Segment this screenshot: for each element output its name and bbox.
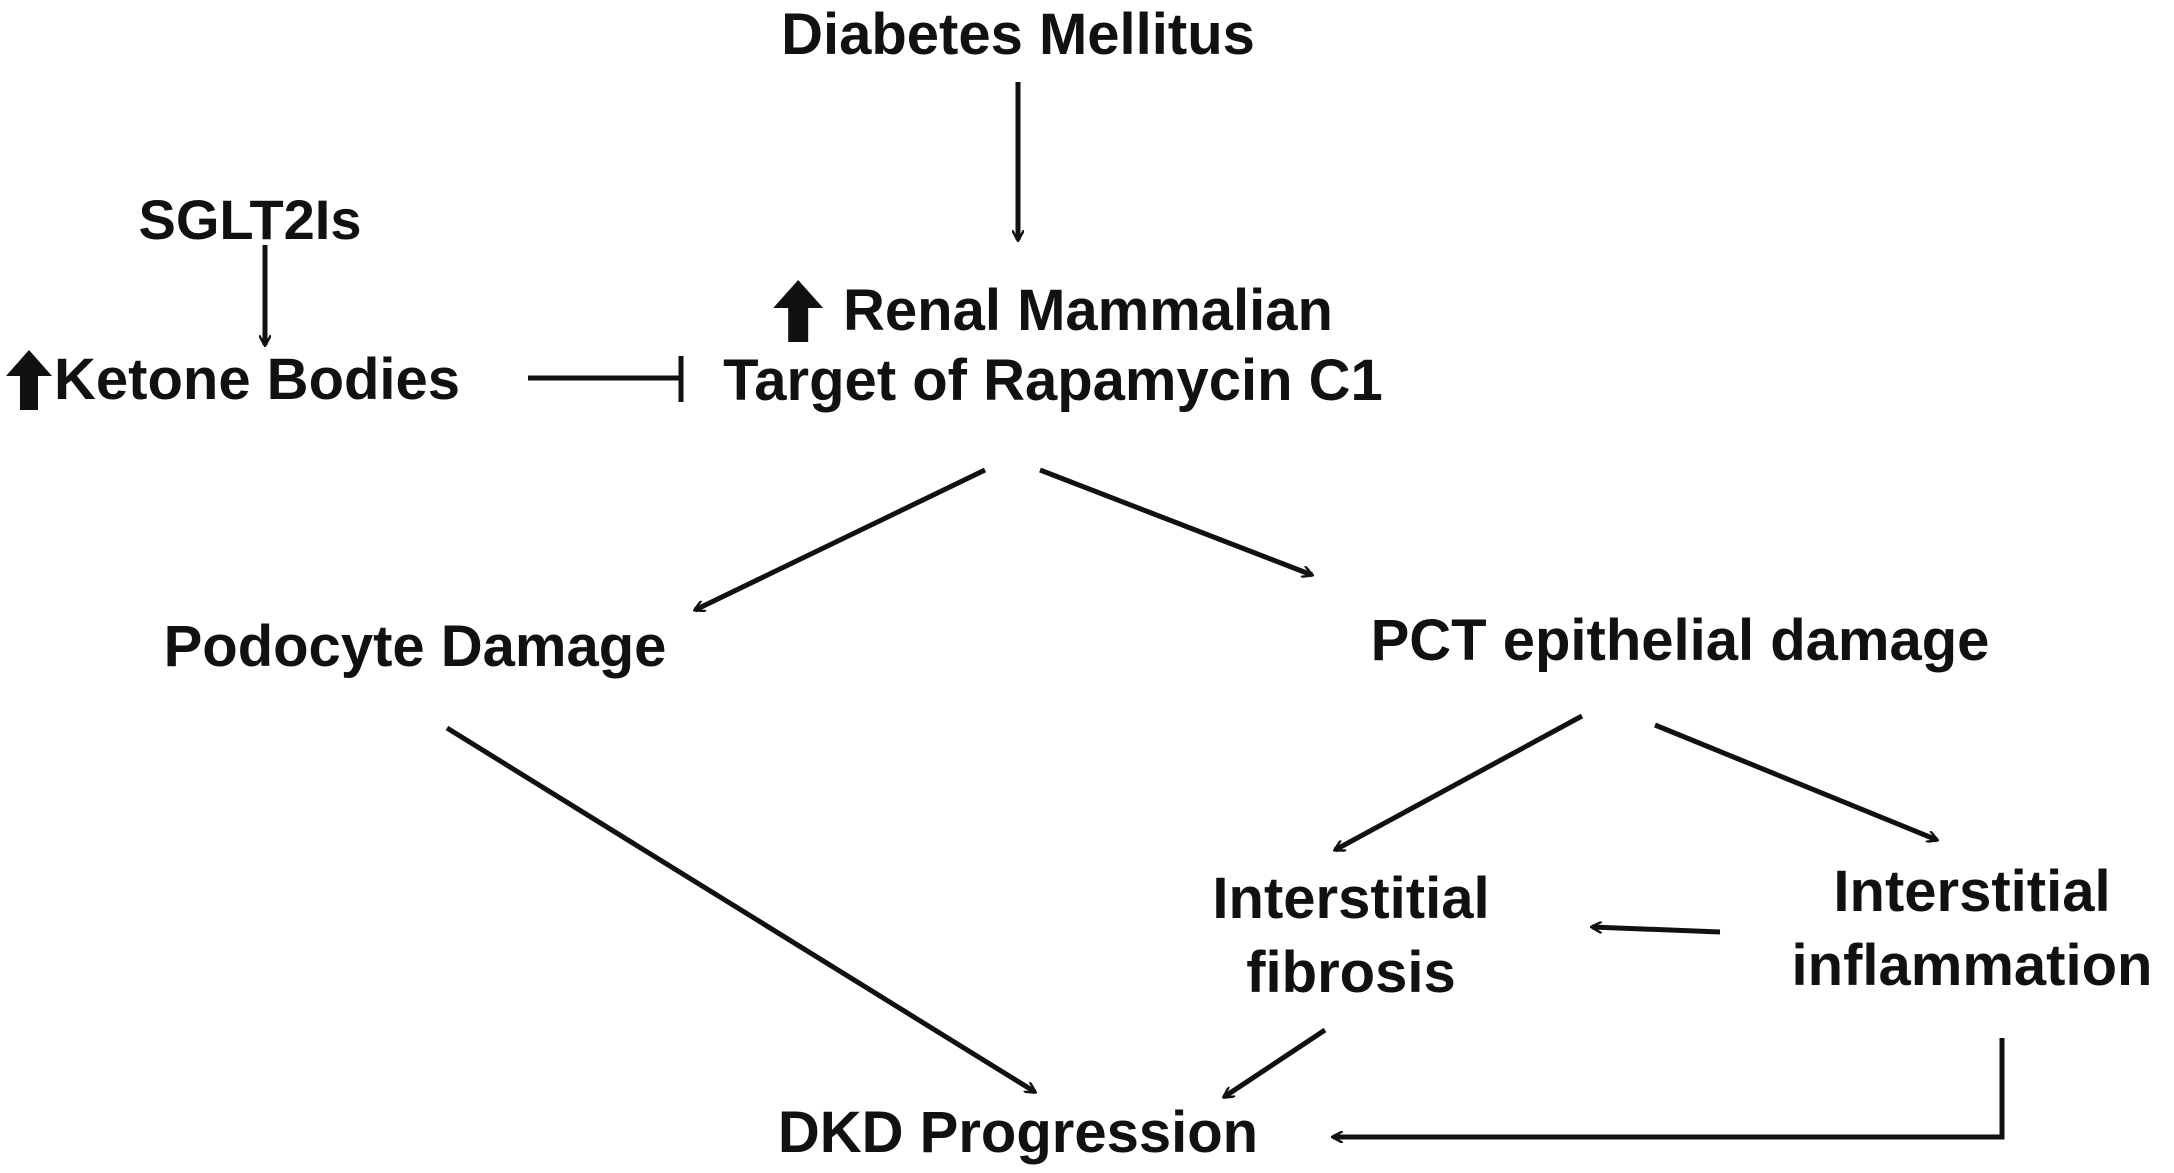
node-podocyte-label: Podocyte Damage <box>163 614 667 679</box>
node-interstitial-inflammation: Interstitial inflammation <box>1792 855 2153 1003</box>
node-dkd-progression: DKD Progression <box>778 1098 1258 1168</box>
arrow-pct-to-inflammation <box>1654 722 1937 840</box>
node-mtor-line1: Renal Mammalian <box>843 278 1333 343</box>
arrow-podocyte-to-dkd <box>445 725 1035 1095</box>
up-arrow-icon <box>773 279 824 342</box>
node-ketone-label: Ketone Bodies <box>54 347 461 412</box>
node-diabetes-mellitus: Diabetes Mellitus <box>781 0 1255 70</box>
node-pct-epithelial-damage: PCT epithelial damage <box>1371 606 1990 676</box>
node-mtorc1: Renal Mammalian Target of Rapamycin C1 <box>723 276 1383 415</box>
node-dkd-label: DKD Progression <box>777 1100 1259 1165</box>
node-fibrosis-line1: Interstitial <box>1212 866 1490 931</box>
node-inflammation-line1: Interstitial <box>1833 859 2111 924</box>
arrow-fibrosis-to-dkd <box>1224 1027 1327 1100</box>
node-interstitial-fibrosis: Interstitial fibrosis <box>1212 862 1489 1010</box>
arrow-mtor-to-pct <box>1039 467 1312 575</box>
arrow-mtor-to-podocyte <box>695 467 987 610</box>
node-podocyte-damage: Podocyte Damage <box>164 612 667 682</box>
node-mtor-line1-wrap: Renal Mammalian <box>723 276 1383 346</box>
node-sglt2-label: SGLT2Is <box>138 188 362 251</box>
arrow-pct-to-fibrosis <box>1335 713 1584 853</box>
node-fibrosis-line2: fibrosis <box>1246 940 1456 1006</box>
node-diabetes-label: Diabetes Mellitus <box>781 2 1255 67</box>
node-ketone-bodies: Ketone Bodies <box>6 345 460 415</box>
up-arrow-icon <box>6 349 52 410</box>
arrow-inflammation-to-fibrosis <box>1592 927 1721 935</box>
node-mtor-line2: Target of Rapamycin C1 <box>723 347 1383 413</box>
arrow-inflammation-to-dkd <box>1333 1038 2005 1137</box>
node-sglt2is: SGLT2Is <box>138 186 361 253</box>
node-pct-label: PCT epithelial damage <box>1370 608 1990 673</box>
node-inflammation-line2: inflammation <box>1791 933 2153 999</box>
